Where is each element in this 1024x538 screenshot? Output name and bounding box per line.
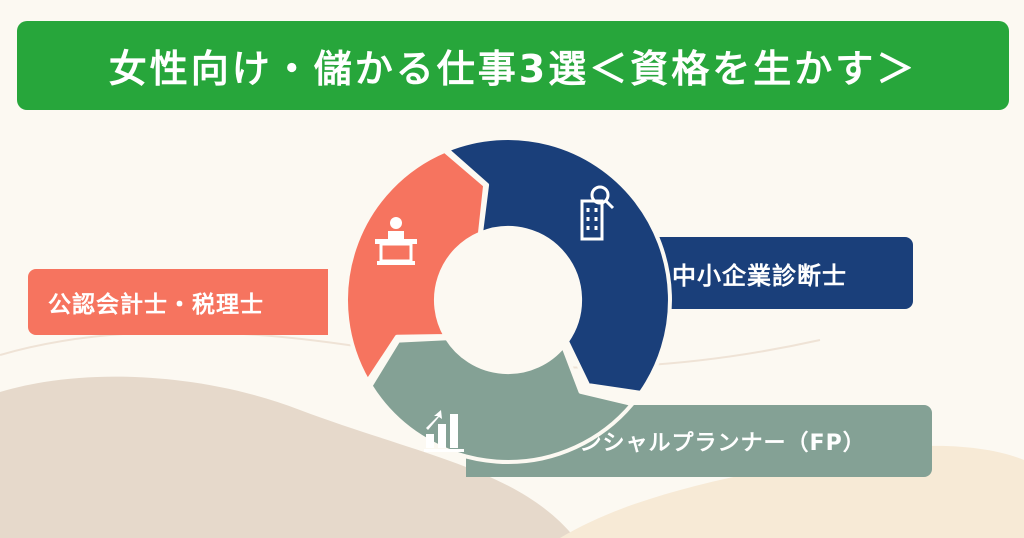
page-title: 女性向け・儲かる仕事3選＜資格を生かす＞ xyxy=(108,47,918,91)
label-accountant: 公認会計士・税理士 xyxy=(48,292,264,318)
building-search-icon xyxy=(580,185,615,241)
ring-segment-planner xyxy=(368,336,635,464)
label-box-consultant: 中小企業診断士 xyxy=(640,237,913,309)
title-banner: 女性向け・儲かる仕事3選＜資格を生かす＞ xyxy=(17,21,1009,110)
bar-chart-growth-icon xyxy=(424,410,464,452)
ring-center-hole xyxy=(436,228,580,372)
label-box-accountant: 公認会計士・税理士 xyxy=(28,269,328,335)
label-consultant: 中小企業診断士 xyxy=(672,261,847,290)
bg-blob-left xyxy=(0,376,575,538)
cycle-ring xyxy=(344,136,672,464)
ring-segment-consultant xyxy=(445,136,672,395)
podium-speaker-icon xyxy=(375,217,417,265)
